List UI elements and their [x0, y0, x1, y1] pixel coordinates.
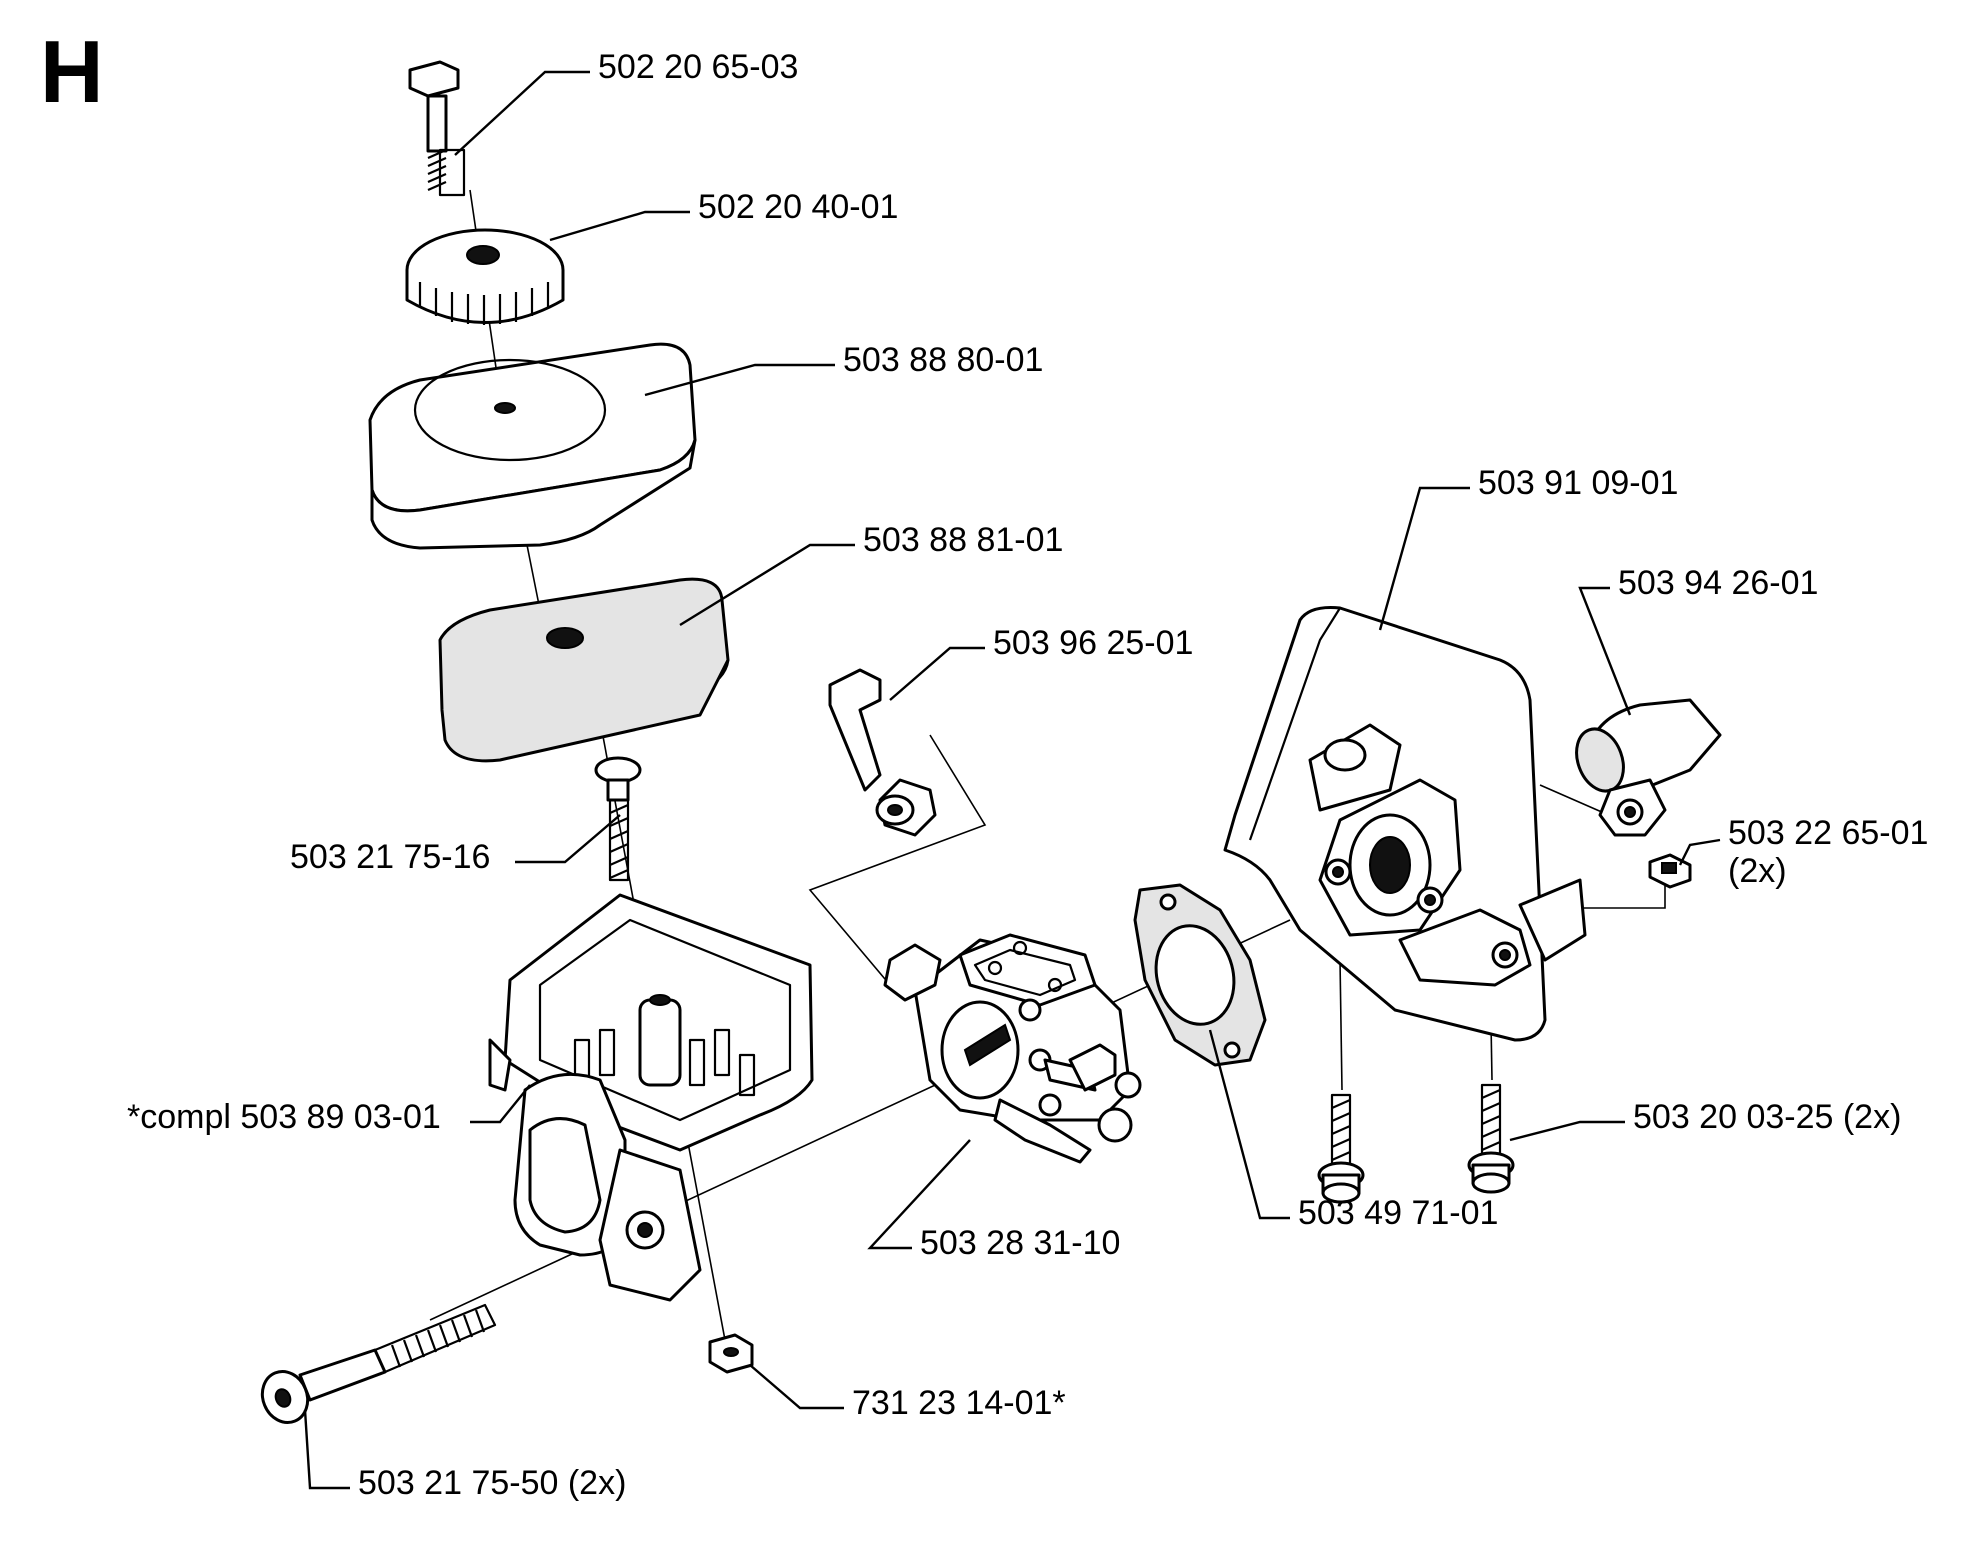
screw-right — [1467, 1083, 1515, 1194]
intake-bracket — [1223, 606, 1587, 1042]
knob — [405, 228, 565, 325]
gasket — [1133, 883, 1267, 1067]
label-503-94-26-01: 503 94 26-01 — [1618, 564, 1818, 602]
label-503-22-65-01-qty: (2x) — [1728, 852, 1787, 890]
part-labels: 502 20 65-03 502 20 40-01 503 88 80-01 5… — [127, 48, 1928, 1502]
label-503-91-09-01: 503 91 09-01 — [1478, 464, 1678, 502]
label-503-49-71-01: 503 49 71-01 — [1298, 1194, 1498, 1232]
screw-middle — [594, 756, 642, 882]
label-503-21-75-50: 503 21 75-50 (2x) — [358, 1464, 626, 1502]
label-502-20-65-03: 502 20 65-03 — [598, 48, 798, 86]
foam-filter — [438, 577, 730, 763]
long-bolt — [260, 1303, 497, 1424]
label-503-20-03-25: 503 20 03-25 (2x) — [1633, 1098, 1901, 1136]
small-nut — [1648, 853, 1692, 889]
screw-left — [1317, 1093, 1365, 1204]
label-503-88-80-01: 503 88 80-01 — [843, 341, 1043, 379]
choke-lever — [828, 668, 937, 837]
label-502-20-40-01: 502 20 40-01 — [698, 188, 898, 226]
nut-bottom — [708, 1333, 754, 1374]
label-503-96-25-01: 503 96 25-01 — [993, 624, 1193, 662]
carburetor — [883, 933, 1142, 1164]
hose — [1575, 698, 1722, 837]
filter-housing-studs — [573, 994, 756, 1097]
filter-cover — [368, 342, 697, 550]
section-letter: H — [40, 22, 104, 121]
label-503-88-81-01: 503 88 81-01 — [863, 521, 1063, 559]
label-503-21-75-16: 503 21 75-16 — [290, 838, 490, 876]
leader-lines — [303, 70, 1721, 1490]
bolt-top — [408, 60, 466, 197]
filter-housing — [488, 893, 814, 1302]
label-731-23-14-01: 731 23 14-01* — [852, 1384, 1066, 1422]
label-503-22-65-01: 503 22 65-01 — [1728, 814, 1928, 852]
label-compl-503-89-03-01: *compl 503 89 03-01 — [127, 1098, 441, 1136]
label-503-28-31-10: 503 28 31-10 — [920, 1224, 1120, 1262]
